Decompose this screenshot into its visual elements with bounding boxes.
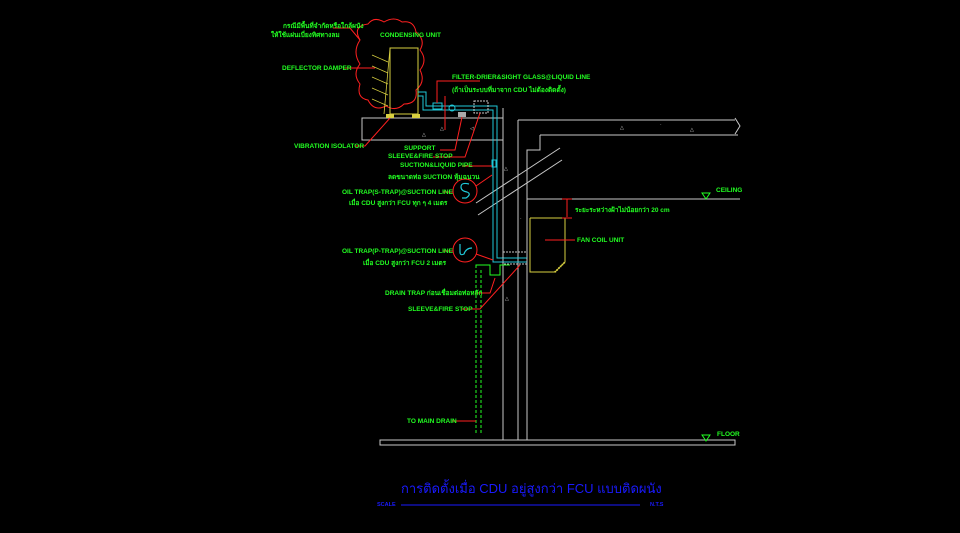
floor-slab bbox=[379, 439, 736, 446]
duct-line-2 bbox=[477, 159, 563, 216]
label-oil-trap-lower-note: เมื่อ CDU สูงกว่า FCU 2 เมตร bbox=[363, 257, 447, 268]
fan-coil-unit bbox=[529, 217, 566, 273]
vibration-isolator-1 bbox=[386, 114, 394, 118]
label-deflector-damper: DEFLECTOR DAMPER bbox=[282, 65, 352, 72]
ceiling-gap-dimension bbox=[562, 198, 572, 219]
oil-trap-upper bbox=[452, 174, 493, 204]
svg-text:△: △ bbox=[620, 125, 624, 131]
duct-line-1 bbox=[475, 147, 561, 204]
label-oil-trap-upper: OIL TRAP(S-TRAP)@SUCTION LINE bbox=[342, 189, 454, 196]
roof-slab bbox=[361, 117, 504, 141]
pipe-sleeve-wall bbox=[502, 251, 528, 265]
condensing-unit bbox=[355, 18, 425, 118]
label-support: SUPPORT bbox=[404, 145, 435, 152]
svg-text:△: △ bbox=[505, 296, 509, 302]
label-suction-note: ลดขนาดท่อ SUCTION หุ้มฉนวน bbox=[388, 172, 480, 181]
ceiling-marker bbox=[701, 192, 711, 200]
svg-text:·: · bbox=[520, 216, 522, 222]
svg-text:△: △ bbox=[690, 127, 694, 133]
drawing-title: การติดตั้งเมื่อ CDU อยู่สูงกว่า FCU แบบต… bbox=[401, 479, 662, 497]
pipe-sleeve-top bbox=[473, 100, 489, 114]
label-suction-liquid-pipe: SUCTION&LIQUID PIPE bbox=[400, 162, 473, 169]
vibration-isolator-2 bbox=[412, 114, 420, 118]
drain-pipe bbox=[475, 264, 510, 435]
label-fan-coil-unit: FAN COIL UNIT bbox=[577, 237, 624, 244]
sight-glass bbox=[448, 104, 456, 112]
label-filter-drier-note: (ถ้าเป็นระบบที่มาจาก CDU ไม่ต้องติดตั้ง) bbox=[452, 84, 566, 94]
deflector-louvers bbox=[371, 47, 391, 115]
support bbox=[458, 112, 466, 117]
oil-trap-lower bbox=[452, 237, 494, 263]
label-to-main-drain: TO MAIN DRAIN bbox=[407, 418, 457, 425]
label-vibration-isolator: VIBRATION ISOLATOR bbox=[294, 143, 364, 150]
pipe-clamp bbox=[491, 159, 497, 168]
refrigerant-pipes bbox=[418, 91, 528, 265]
label-drain-trap: DRAIN TRAP ก่อนเชื่อมต่อท่อหลัก bbox=[385, 287, 482, 297]
label-sleeve-fire-stop-top: SLEEVE&FIRE STOP bbox=[388, 153, 453, 160]
slab-step bbox=[526, 135, 541, 440]
svg-text:△: △ bbox=[504, 166, 508, 172]
revision-cloud bbox=[355, 18, 425, 110]
svg-text:△: △ bbox=[422, 132, 426, 138]
label-oil-trap-lower: OIL TRAP(P-TRAP)@SUCTION LINE bbox=[342, 248, 454, 255]
leader-lines bbox=[333, 27, 575, 422]
label-floor: FLOOR bbox=[717, 431, 740, 438]
note-deflector-line2: ให้ใช้แผ่นเบี่ยงทิศทางลม bbox=[271, 29, 340, 39]
label-condensing-unit: CONDENSING UNIT bbox=[380, 32, 441, 39]
label-sleeve-fire-stop-bottom: SLEEVE&FIRE STOP bbox=[408, 306, 473, 313]
unit-body bbox=[389, 47, 419, 115]
label-ceiling: CEILING bbox=[716, 187, 742, 194]
slab-end bbox=[734, 117, 741, 135]
scale-label: SCALE bbox=[377, 502, 396, 508]
floor-marker bbox=[701, 434, 711, 442]
label-oil-trap-upper-note: เมื่อ CDU สูงกว่า FCU ทุก ๆ 4 เมตร bbox=[349, 197, 448, 208]
label-ceiling-gap: ระยะระหว่างฝ้าไม่น้อยกว่า 20 cm bbox=[575, 205, 670, 214]
note-deflector-line1: กรณีมีพื้นที่จำกัดหรือใกล้ผนัง bbox=[283, 20, 364, 30]
svg-text:◁: ◁ bbox=[470, 126, 474, 132]
svg-text:△: △ bbox=[440, 126, 444, 132]
structure: ◁ △ △ · △ △ △ · △ bbox=[361, 108, 741, 446]
svg-text:·: · bbox=[660, 122, 662, 128]
scale-value: N.T.S bbox=[650, 502, 664, 508]
label-filter-drier: FILTER-DRIER&SIGHT GLASS@LIQUID LINE bbox=[452, 74, 591, 81]
